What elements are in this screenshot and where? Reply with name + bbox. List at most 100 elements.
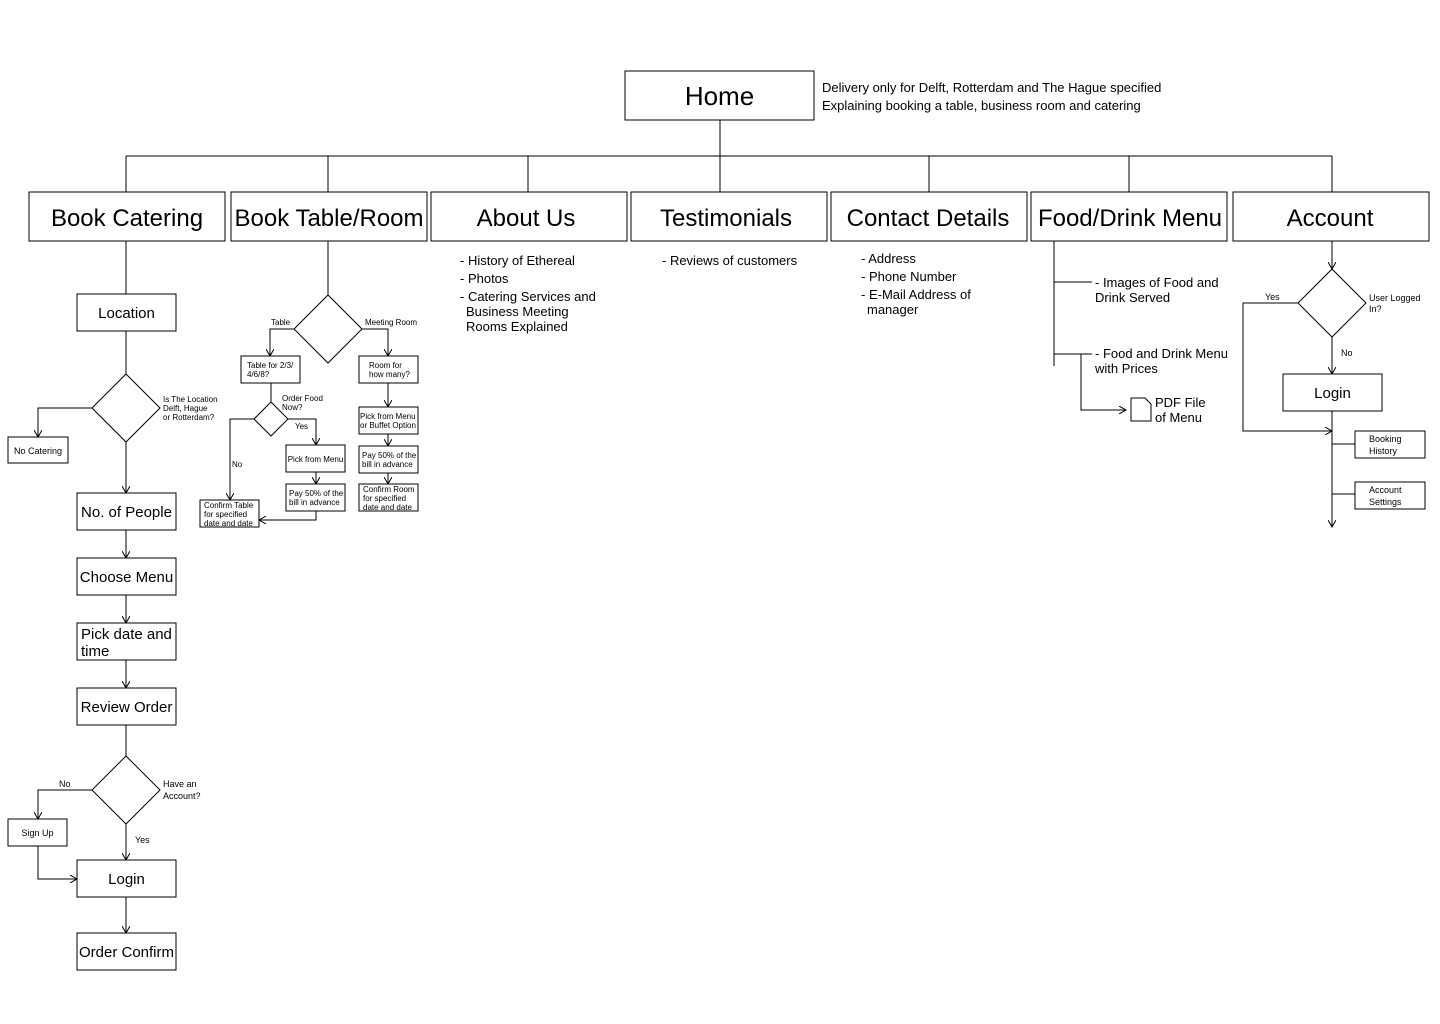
logged-in-decision — [1297, 268, 1367, 338]
table-room-flow: Table Meeting Room Table for 2/3/ 4/6/8?… — [199, 241, 419, 528]
section-book-table-room: Book Table/Room — [230, 191, 428, 242]
account-settings-2: Settings — [1369, 497, 1402, 507]
section-label-testimonials: Testimonials — [660, 205, 792, 232]
pick-date-box — [76, 622, 177, 661]
pdf-file-icon — [1130, 397, 1152, 422]
about-item-catering: - Catering Services and — [460, 289, 596, 304]
order-food-no: No — [232, 460, 243, 469]
account-login-box — [1282, 373, 1383, 412]
account-question-2: In? — [1369, 304, 1382, 314]
catering-yes-label: Yes — [135, 835, 150, 845]
pick-menu-box — [285, 444, 346, 473]
table-for-box — [240, 355, 301, 384]
booking-history-box — [1354, 430, 1426, 459]
about-item-business: Business Meeting — [466, 304, 569, 319]
catering-location-question-3: or Rotterdam? — [163, 413, 215, 422]
pay-table-2: bill in advance — [289, 498, 340, 507]
catering-flow: Location Is The Location Delft, Hague or… — [7, 241, 218, 971]
pick-menu-buffet-2: or Buffet Option — [360, 421, 416, 430]
choose-menu-box — [76, 557, 177, 596]
confirm-table-1: Confirm Table — [204, 501, 254, 510]
pay-table-1: Pay 50% of the — [289, 489, 344, 498]
catering-sign-up: Sign Up — [21, 828, 53, 838]
pick-menu: Pick from Menu — [288, 455, 344, 464]
menu-images-2: Drink Served — [1095, 290, 1170, 305]
booking-history-2: History — [1369, 446, 1398, 456]
home-note-delivery: Delivery only for Delft, Rotterdam and T… — [822, 80, 1161, 95]
table-for-1: Table for 2/3/ — [247, 361, 294, 370]
confirm-room-3: date and date — [363, 503, 412, 512]
pay-room-2: bill in advance — [362, 460, 413, 469]
section-about-us: About Us — [430, 191, 628, 242]
section-label-contact-details: Contact Details — [847, 205, 1010, 232]
pay-table-box — [285, 483, 346, 512]
account-settings-box — [1354, 481, 1426, 510]
pick-menu-buffet-1: Pick from Menu — [360, 412, 416, 421]
confirm-room-2: for specified — [363, 494, 406, 503]
catering-location-box — [76, 293, 177, 332]
account-question-1: User Logged — [1369, 293, 1421, 303]
account-decision — [91, 755, 161, 825]
menu-prices-2: with Prices — [1094, 361, 1158, 376]
section-book-catering: Book Catering — [28, 191, 226, 242]
contact-list: - Address - Phone Number - E-Mail Addres… — [861, 251, 971, 317]
about-item-rooms: Rooms Explained — [466, 319, 568, 334]
account-no-label: No — [1341, 348, 1353, 358]
account-yes-label: Yes — [1265, 292, 1280, 302]
catering-location: Location — [98, 305, 155, 322]
no-catering: No Catering — [14, 446, 62, 456]
confirm-table-3: date and date — [204, 519, 253, 528]
order-confirm-box — [76, 932, 177, 971]
catering-confirm: Order Confirm — [79, 944, 174, 961]
catering-review: Review Order — [81, 699, 173, 716]
home-title: Home — [685, 81, 754, 111]
catering-no-label: No — [59, 779, 71, 789]
section-label-food-drink-menu: Food/Drink Menu — [1038, 205, 1222, 232]
order-food-decision — [253, 401, 289, 437]
section-account: Account — [1232, 191, 1430, 242]
testimonials-item-reviews: - Reviews of customers — [662, 253, 798, 268]
account-settings-1: Account — [1369, 485, 1402, 495]
contact-item-email: - E-Mail Address of — [861, 287, 971, 302]
menu-images-1: - Images of Food and — [1095, 275, 1219, 290]
catering-people: No. of People — [81, 504, 172, 521]
catering-account-question-1: Have an — [163, 779, 197, 789]
section-label-book-table-room: Book Table/Room — [235, 205, 424, 232]
about-item-photos: - Photos — [460, 271, 509, 286]
menu-branch: - Images of Food and Drink Served - Food… — [1053, 241, 1228, 425]
table-for-2: 4/6/8? — [247, 370, 270, 379]
room-for-box — [358, 355, 419, 384]
pay-room-1: Pay 50% of the — [362, 451, 417, 460]
account-flow: User Logged In? Yes No Login Booking His… — [1242, 241, 1426, 527]
home-node: Home — [624, 70, 815, 121]
order-food-2: Now? — [282, 403, 303, 412]
confirm-table-box — [199, 499, 260, 528]
account-login: Login — [1314, 385, 1351, 402]
people-box — [76, 492, 177, 531]
sign-up-box — [7, 818, 68, 847]
booking-history-1: Booking — [1369, 434, 1402, 444]
confirm-room-box — [358, 483, 419, 512]
tree-connectors — [125, 120, 1333, 192]
testimonials-list: - Reviews of customers — [662, 253, 798, 268]
catering-login-box — [76, 859, 177, 898]
section-food-drink-menu: Food/Drink Menu — [1030, 191, 1228, 242]
no-catering-box — [7, 436, 69, 464]
section-testimonials: Testimonials — [630, 191, 828, 242]
contact-item-manager: manager — [867, 302, 919, 317]
catering-account-question-2: Account? — [163, 791, 201, 801]
about-us-list: - History of Ethereal - Photos - Caterin… — [460, 253, 596, 334]
about-item-history: - History of Ethereal — [460, 253, 575, 268]
table-room-decision — [293, 294, 363, 364]
section-label-account: Account — [1287, 205, 1374, 232]
confirm-room-1: Confirm Room — [363, 485, 415, 494]
table-label: Table — [271, 318, 291, 327]
catering-choose-menu: Choose Menu — [80, 569, 173, 586]
catering-location-decision — [91, 373, 161, 443]
menu-prices-1: - Food and Drink Menu — [1095, 346, 1228, 361]
order-food-1: Order Food — [282, 394, 323, 403]
pay-room-box — [358, 445, 419, 474]
menu-pdf-2: of Menu — [1155, 410, 1202, 425]
contact-item-address: - Address — [861, 251, 916, 266]
